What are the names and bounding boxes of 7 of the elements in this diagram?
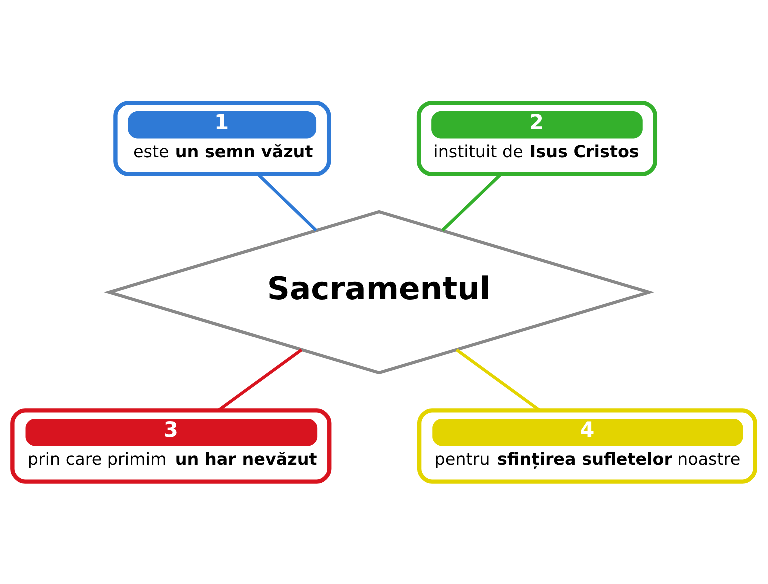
node-box: 2 instituit de Isus Cristos [416,100,658,176]
connector [218,348,303,412]
node-box: 1 este un semn văzut [114,100,332,176]
node-diamond: Sacramentul [104,210,655,374]
connector [456,348,541,412]
node-box: 4 pentru sfințirea sufletelor noastre [417,408,758,484]
node-box: 3 prin care primim un har nevăzut [10,408,332,484]
